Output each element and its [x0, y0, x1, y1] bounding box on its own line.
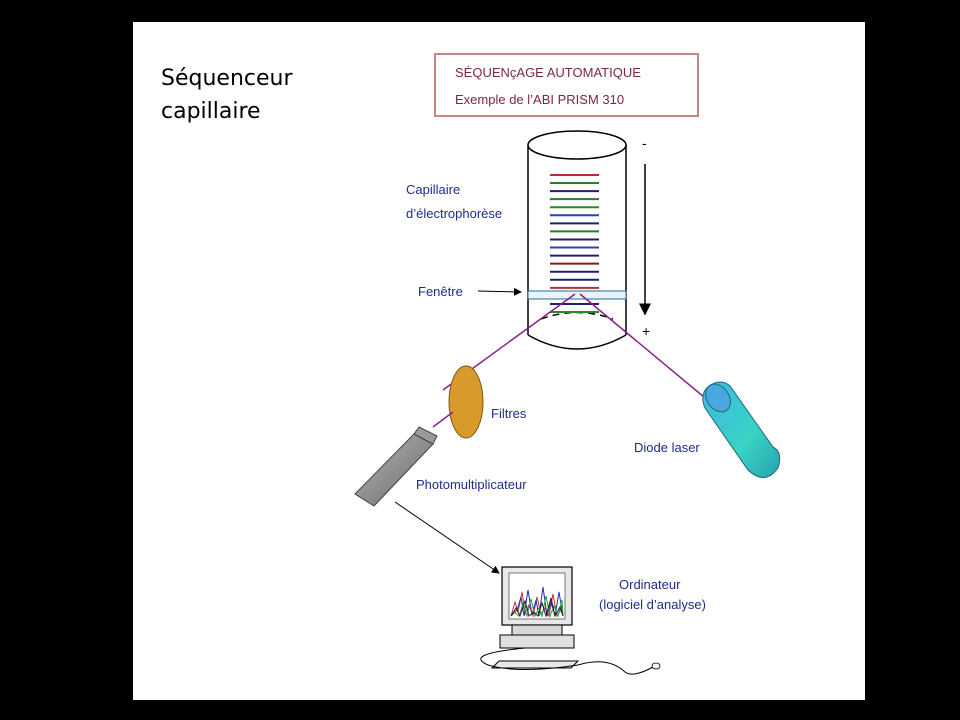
detection-window-icon — [527, 290, 627, 300]
chromatogram-icon — [510, 586, 564, 618]
header-border — [434, 53, 699, 117]
minus-sign: - — [642, 135, 647, 151]
window-label: Fenêtre — [418, 284, 463, 299]
capillary-label-line2: d’électrophorèse — [406, 206, 502, 221]
plus-sign: + — [642, 323, 650, 339]
laser-beam — [579, 293, 717, 408]
slide-title-line1: Séquenceur — [161, 66, 293, 91]
photomultiplier-label: Photomultiplicateur — [416, 477, 527, 492]
chromatogram-trace — [510, 597, 564, 618]
laser-label: Diode laser — [634, 440, 700, 455]
signal-arrow-icon — [394, 501, 500, 574]
laser-diode-icon — [702, 381, 781, 478]
filter-icon — [448, 365, 484, 439]
chromatogram-trace — [510, 591, 564, 618]
sequencer-diagram: Séquenceur capillaire SÉQUENçAGE AUTOMAT… — [161, 53, 781, 675]
capillary-tube-icon — [527, 130, 627, 350]
photomultiplier-icon — [354, 426, 438, 507]
computer-icon — [480, 566, 661, 675]
slide-title-line2: capillaire — [161, 99, 261, 124]
header-box: SÉQUENçAGE AUTOMATIQUE Exemple de l’ABI … — [434, 53, 699, 117]
header-line1: SÉQUENçAGE AUTOMATIQUE — [455, 65, 641, 80]
computer-label-line2: (logiciel d’analyse) — [599, 597, 706, 612]
capillary-label-line1: Capillaire — [406, 182, 460, 197]
window-pointer-icon — [477, 287, 522, 296]
slide-canvas: Séquenceur capillaire SÉQUENçAGE AUTOMAT… — [133, 22, 865, 700]
header-line2: Exemple de l’ABI PRISM 310 — [455, 92, 624, 107]
filters-label: Filtres — [491, 406, 527, 421]
computer-label-line1: Ordinateur — [619, 577, 681, 592]
